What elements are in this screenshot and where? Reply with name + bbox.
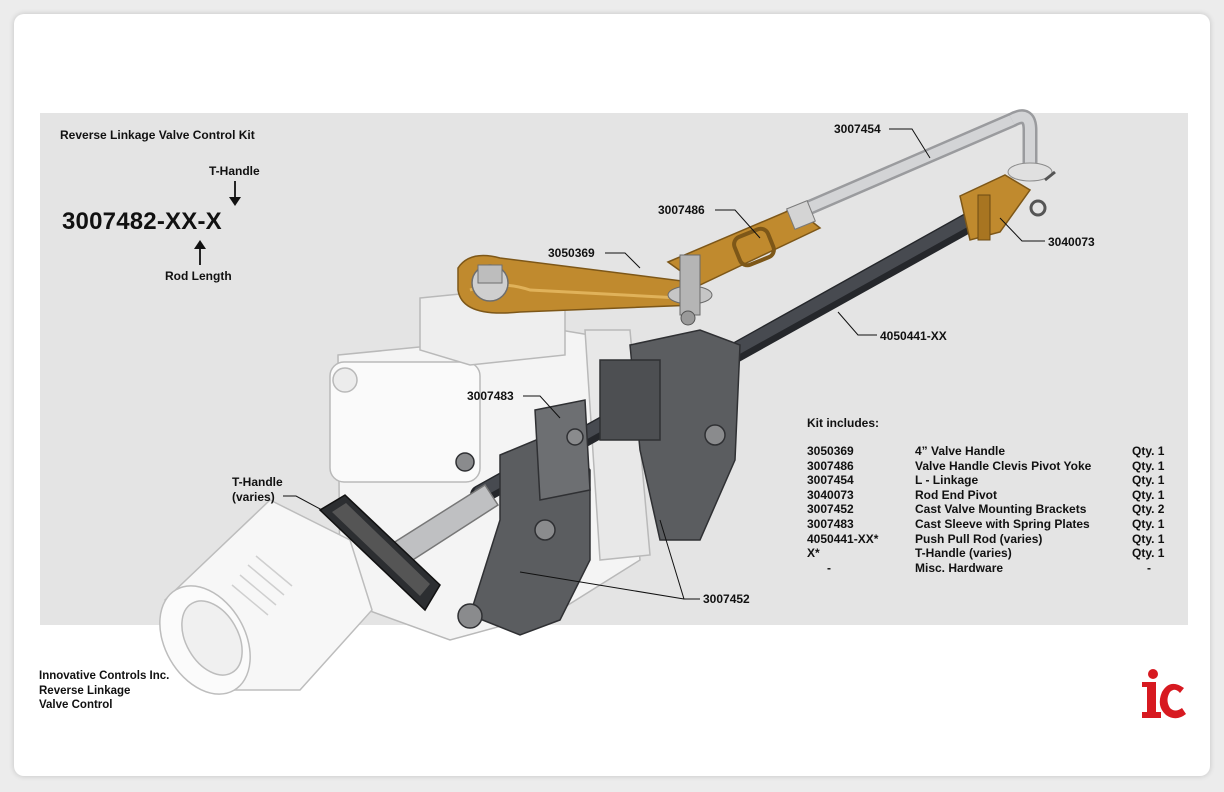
leader-3007454 xyxy=(889,128,931,159)
footer-line2: Reverse Linkage xyxy=(39,684,131,697)
part-quantity: - xyxy=(1147,560,1151,575)
cast-brackets xyxy=(455,329,741,636)
part-number: 3007452 xyxy=(807,502,854,517)
part-quantity: Qty. 1 xyxy=(1132,531,1165,546)
footer-company: Innovative Controls Inc. Reverse Linkage… xyxy=(39,669,169,713)
leader-t-handle xyxy=(283,495,323,511)
callout-4050441: 4050441-XX xyxy=(880,329,947,343)
part-description: Rod End Pivot xyxy=(915,487,997,502)
callout-3007454: 3007454 xyxy=(834,122,881,136)
part-number: 3007483 xyxy=(807,516,854,531)
part-description: L - Linkage xyxy=(915,473,979,488)
part-number: X* xyxy=(807,546,820,561)
part-number: - xyxy=(827,560,831,575)
clevis-pivot-yoke xyxy=(666,200,822,326)
code-label-rod-length: Rod Length xyxy=(165,269,232,283)
part-quantity: Qty. 1 xyxy=(1132,546,1165,561)
part-quantity: Qty. 2 xyxy=(1132,502,1165,517)
pipe-outlet xyxy=(159,499,373,695)
code-arrows xyxy=(194,181,241,265)
footer-line1: Innovative Controls Inc. xyxy=(39,670,170,682)
part-quantity: Qty. 1 xyxy=(1132,458,1165,473)
table-row: 3040073 Rod End Pivot Qty. 1 xyxy=(807,488,1172,503)
ic-logo xyxy=(1142,669,1186,719)
part-description: Push Pull Rod (varies) xyxy=(915,531,1043,546)
part-description: T-Handle (varies) xyxy=(915,546,1012,561)
part-description: 4” Valve Handle xyxy=(915,444,1006,458)
kit-includes-heading: Kit includes: xyxy=(807,416,880,430)
leader-3040073 xyxy=(999,217,1045,242)
leader-3007483 xyxy=(523,395,561,419)
part-number: 3007486 xyxy=(807,458,854,473)
callout-3040073: 3040073 xyxy=(1048,235,1095,249)
part-number: 3040073 xyxy=(807,487,854,502)
l-linkage xyxy=(784,109,1053,223)
table-row: 4050441-XX* Push Pull Rod (varies) Qty. 1 xyxy=(807,532,1172,547)
callout-t-handle-line1: T-Handle xyxy=(232,475,283,489)
part-description: Cast Sleeve with Spring Plates xyxy=(915,516,1090,531)
part-code: 3007482-XX-X xyxy=(62,208,222,235)
part-description: Misc. Hardware xyxy=(915,560,1004,575)
part-description: Valve Handle Clevis Pivot Yoke xyxy=(915,458,1092,473)
callout-3050369: 3050369 xyxy=(548,246,595,260)
leader-3007486 xyxy=(715,209,761,239)
leader-3050369 xyxy=(605,252,641,269)
kit-title: Reverse Linkage Valve Control Kit xyxy=(60,128,255,142)
part-quantity: Qty. 1 xyxy=(1132,444,1165,458)
table-row: 3007483 Cast Sleeve with Spring Plates Qty… xyxy=(807,517,1172,532)
table-row: 3007454 L - Linkage Qty. 1 xyxy=(807,473,1172,488)
part-description: Cast Valve Mounting Brackets xyxy=(915,502,1087,517)
table-row: X* T-Handle (varies) Qty. 1 xyxy=(807,546,1172,561)
rod-end-pivot xyxy=(959,170,1056,241)
part-number: 3007454 xyxy=(807,473,854,488)
table-row: - Misc. Hardware - xyxy=(807,561,1172,576)
leader-lines xyxy=(283,128,1045,600)
code-label-t-handle: T-Handle xyxy=(209,164,260,178)
t-handle xyxy=(318,483,500,612)
callout-3007486: 3007486 xyxy=(658,203,705,217)
callout-3007483: 3007483 xyxy=(467,389,514,403)
footer-line3: Valve Control xyxy=(39,699,113,711)
callout-3007452: 3007452 xyxy=(703,592,750,606)
callout-t-handle-line2: (varies) xyxy=(232,490,275,504)
table-row: 3050369 4” Valve Handle Qty. 1 xyxy=(807,444,1172,459)
valve-handle xyxy=(457,254,696,314)
table-row: 3007452 Cast Valve Mounting Brackets Qty. … xyxy=(807,502,1172,517)
part-quantity: Qty. 1 xyxy=(1132,516,1165,531)
part-number: 4050441-XX* xyxy=(807,531,879,546)
leader-4050441 xyxy=(837,311,877,336)
table-row: 3007486 Valve Handle Clevis Pivot Yoke Qty… xyxy=(807,459,1172,474)
part-quantity: Qty. 1 xyxy=(1132,487,1165,502)
part-quantity: Qty. 1 xyxy=(1132,473,1165,488)
part-number: 3050369 xyxy=(807,444,854,458)
leader-3007452-b xyxy=(519,571,685,600)
